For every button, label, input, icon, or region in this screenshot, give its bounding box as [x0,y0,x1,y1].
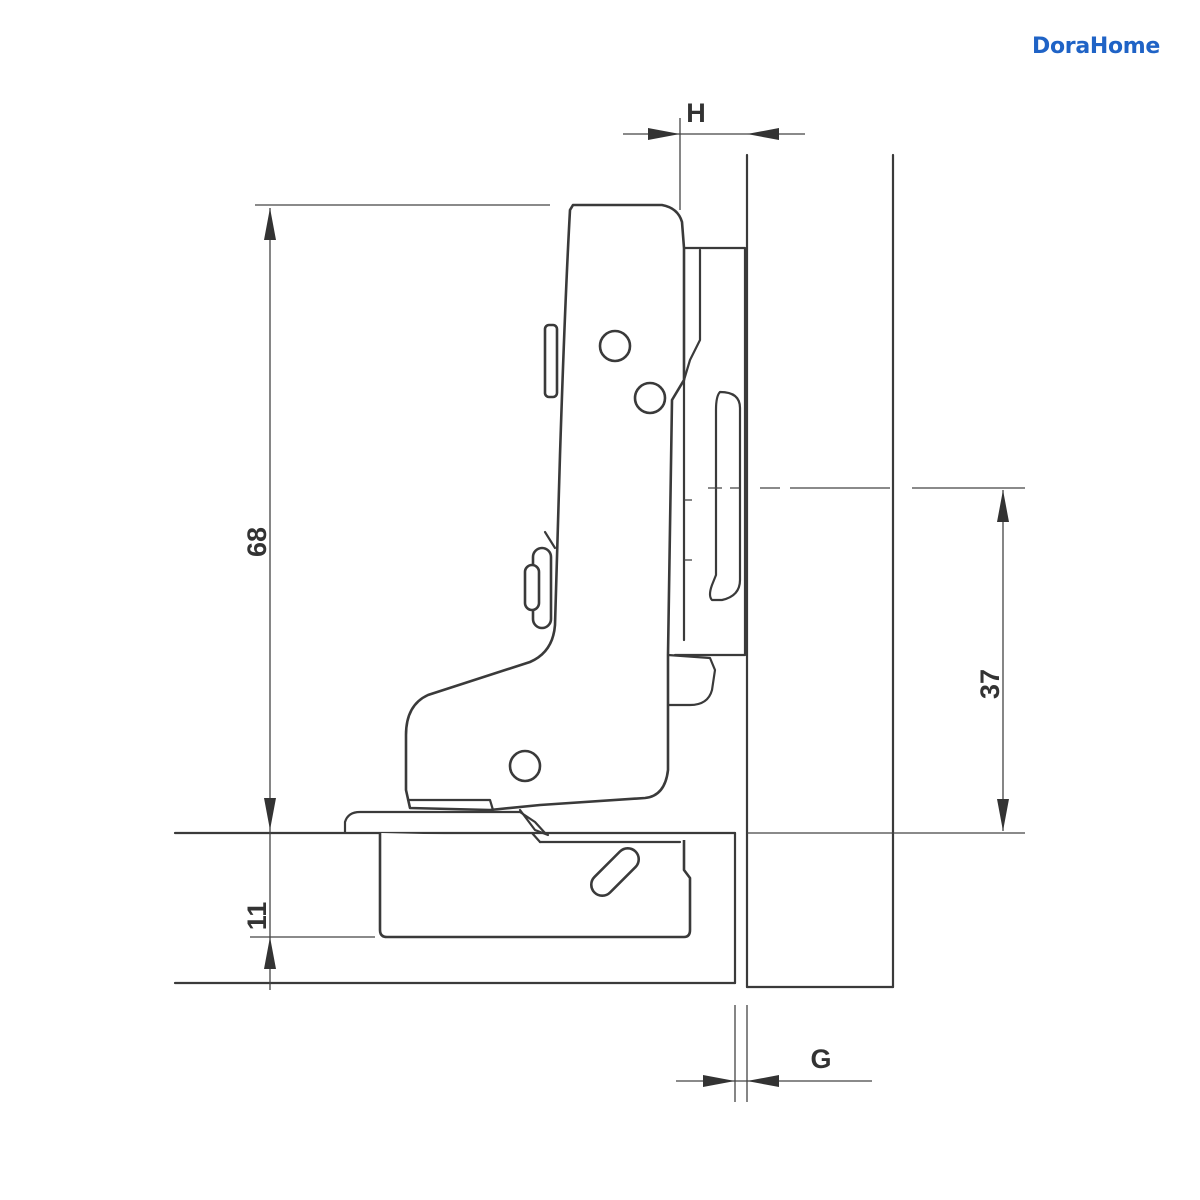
dimension-g: G [676,1005,872,1102]
door-panel [173,831,737,985]
hinge-arm [404,203,717,837]
dimension-g-label: G [810,1044,831,1074]
dimension-37: 37 [708,487,1025,834]
mounting-plate [673,246,747,657]
cabinet-side-panel [745,153,895,989]
hinge-cup [343,810,692,939]
adjustment-screw [523,530,557,630]
dimension-11-label: 11 [242,902,272,931]
dimension-11: 11 [242,902,375,969]
dimension-68: 68 [242,204,550,990]
dimension-h: H [623,98,805,210]
brand-logo: DoraHome [1032,34,1161,59]
dimension-68-label: 68 [242,527,272,557]
dimension-37-label: 37 [975,669,1005,699]
dimension-h-label: H [686,98,706,128]
